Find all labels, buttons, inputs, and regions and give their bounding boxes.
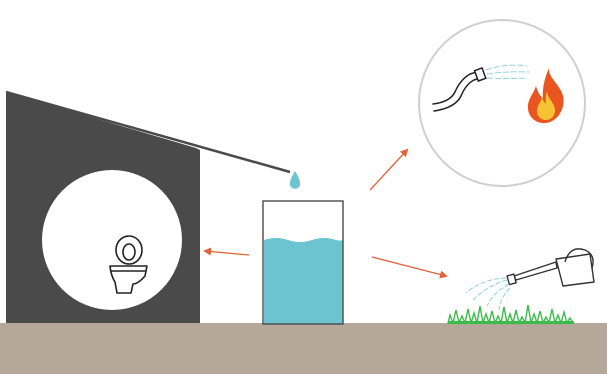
grass-base [448, 321, 574, 324]
tank-water [264, 238, 343, 324]
house-interior [196, 148, 200, 323]
watering-can-icon [507, 249, 594, 286]
firefighting-panel [419, 20, 585, 186]
grass-icon [448, 305, 573, 323]
rainwater-tank [263, 201, 343, 324]
arrow-to-garden [372, 257, 446, 276]
arrow-to-firefighting [370, 150, 407, 190]
arrow-to-toilet [205, 251, 249, 255]
ground [0, 323, 607, 374]
water-drop-icon [290, 171, 300, 189]
watering-spray [466, 278, 510, 310]
house [6, 92, 290, 323]
toilet-circle [42, 170, 182, 310]
